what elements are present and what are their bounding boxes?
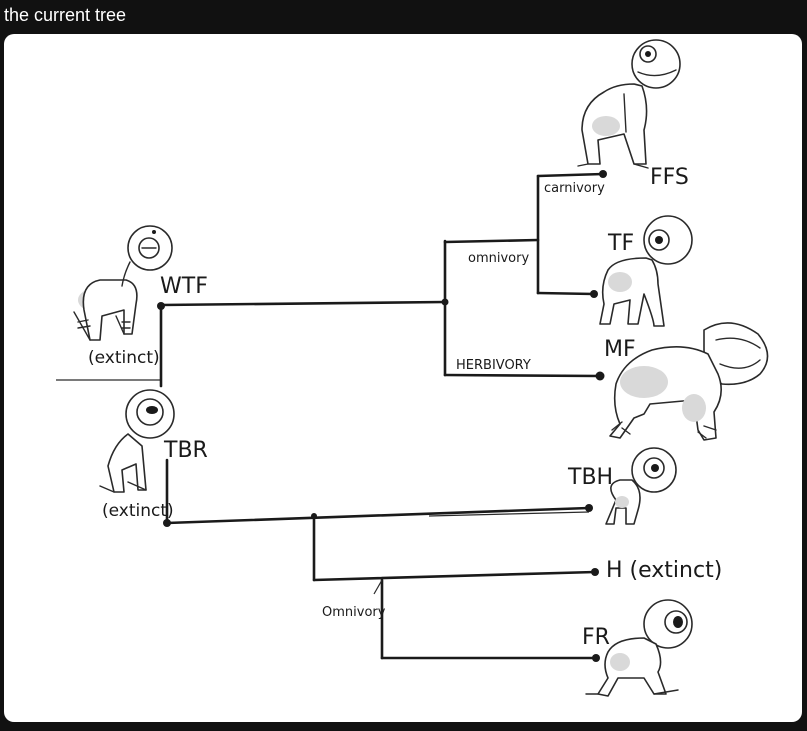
carnivory-branch-label: carnivory <box>544 181 605 196</box>
lower-split-dot <box>311 513 317 519</box>
tree-branches <box>56 172 605 660</box>
tbh-creature-sketch <box>605 447 677 525</box>
tf-label: TF <box>607 231 634 256</box>
h-node-dot <box>591 568 599 576</box>
tbr-node-dot <box>163 519 171 527</box>
herbivory-branch-label: HERBIVORY <box>456 358 531 373</box>
wtf-to-upper-clade <box>159 300 447 307</box>
fr-creature-sketch <box>585 599 693 697</box>
mf-creature-sketch <box>609 322 769 441</box>
tree-labels: WTF (extinct) TBR (extinct) FFS TF MF TB… <box>88 165 722 650</box>
tbr-status-label: (extinct) <box>102 501 174 521</box>
upper-split-dot <box>441 298 449 306</box>
wtf-status-label: (extinct) <box>88 348 160 368</box>
mf-label: MF <box>604 337 636 362</box>
wtf-label: WTF <box>160 274 208 299</box>
lower-omnivory-branch-label: Omnivory <box>322 605 386 620</box>
fr-node-dot <box>592 654 600 662</box>
to-h-branch <box>312 570 597 582</box>
mf-node-dot <box>595 371 605 381</box>
tbr-creature-sketch <box>99 389 175 493</box>
omnivory-branch <box>443 238 540 244</box>
phylogenetic-tree-drawing: WTF (extinct) TBR (extinct) FFS TF MF TB… <box>56 39 769 697</box>
omnivory-tick <box>373 579 383 595</box>
tf-creature-sketch <box>599 215 693 327</box>
tbr-to-tbh-branch <box>165 506 591 525</box>
wtf-creature-sketch <box>73 225 173 341</box>
omnivory-branch-label: omnivory <box>468 251 529 266</box>
herbivory-branch <box>443 373 602 378</box>
image-card[interactable]: WTF (extinct) TBR (extinct) FFS TF MF TB… <box>4 34 802 722</box>
fr-label: FR <box>582 625 610 650</box>
h-label: H (extinct) <box>606 558 722 583</box>
ffs-node-dot <box>599 170 607 178</box>
image-caption: the current tree <box>4 5 127 25</box>
node-dots <box>157 170 607 662</box>
tbh-sketch-line <box>428 511 590 517</box>
tbr-label: TBR <box>163 438 208 463</box>
ffs-creature-sketch <box>577 39 681 169</box>
tf-node-dot <box>590 290 598 298</box>
wtf-node-dot <box>157 302 165 310</box>
to-ffs-branch <box>536 172 605 178</box>
to-tf-branch <box>536 291 596 296</box>
tbh-node-dot <box>585 504 593 512</box>
ffs-label: FFS <box>650 165 689 190</box>
tbh-label: TBH <box>567 465 613 490</box>
